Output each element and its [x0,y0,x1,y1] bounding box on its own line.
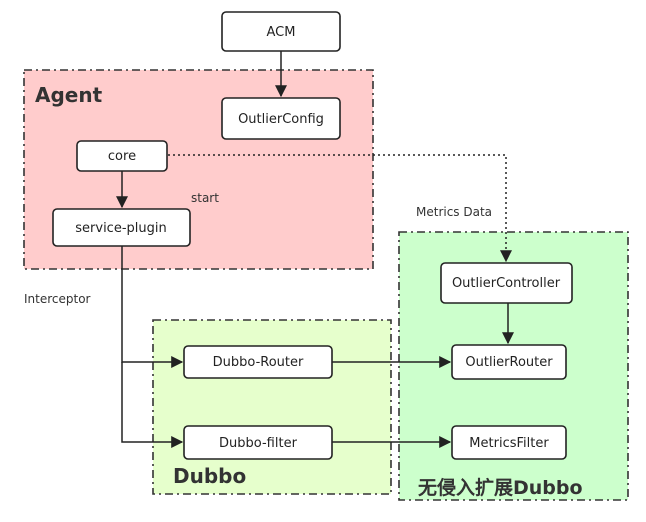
service-plugin-node: service-plugin [52,208,191,247]
dubbo-region-title: Dubbo [173,464,246,488]
dubbo-filter-node: Dubbo-filter [183,425,333,460]
metrics-data-label: Metrics Data [416,205,492,219]
dubbo-router-label: Dubbo-Router [213,355,304,370]
dubbo-region: Dubbo [152,319,392,495]
dubbo-router-node: Dubbo-Router [183,345,333,379]
core-label: core [108,149,136,164]
interceptor-to-filter-arrow [121,362,184,448]
core-node: core [76,140,168,172]
outlier-controller-label: OutlierController [452,276,561,291]
metrics-filter-node: MetricsFilter [451,425,567,460]
agent-region-title: Agent [35,83,103,107]
start-label: start [191,191,219,205]
acm-label: ACM [267,25,296,40]
outlier-config-node: OutlierConfig [221,97,341,140]
outlier-config-label: OutlierConfig [238,112,324,127]
acm-node: ACM [221,11,341,52]
outlier-router-node: OutlierRouter [451,344,567,380]
outlier-router-label: OutlierRouter [465,355,553,370]
metrics-filter-label: MetricsFilter [469,436,549,451]
outlier-controller-node: OutlierController [440,262,573,304]
interceptor-label: Interceptor [24,292,91,306]
dubbo-filter-label: Dubbo-filter [219,436,298,451]
service-plugin-label: service-plugin [75,221,166,236]
noninvasive-region-title: 无侵入扩展Dubbo [418,476,583,499]
